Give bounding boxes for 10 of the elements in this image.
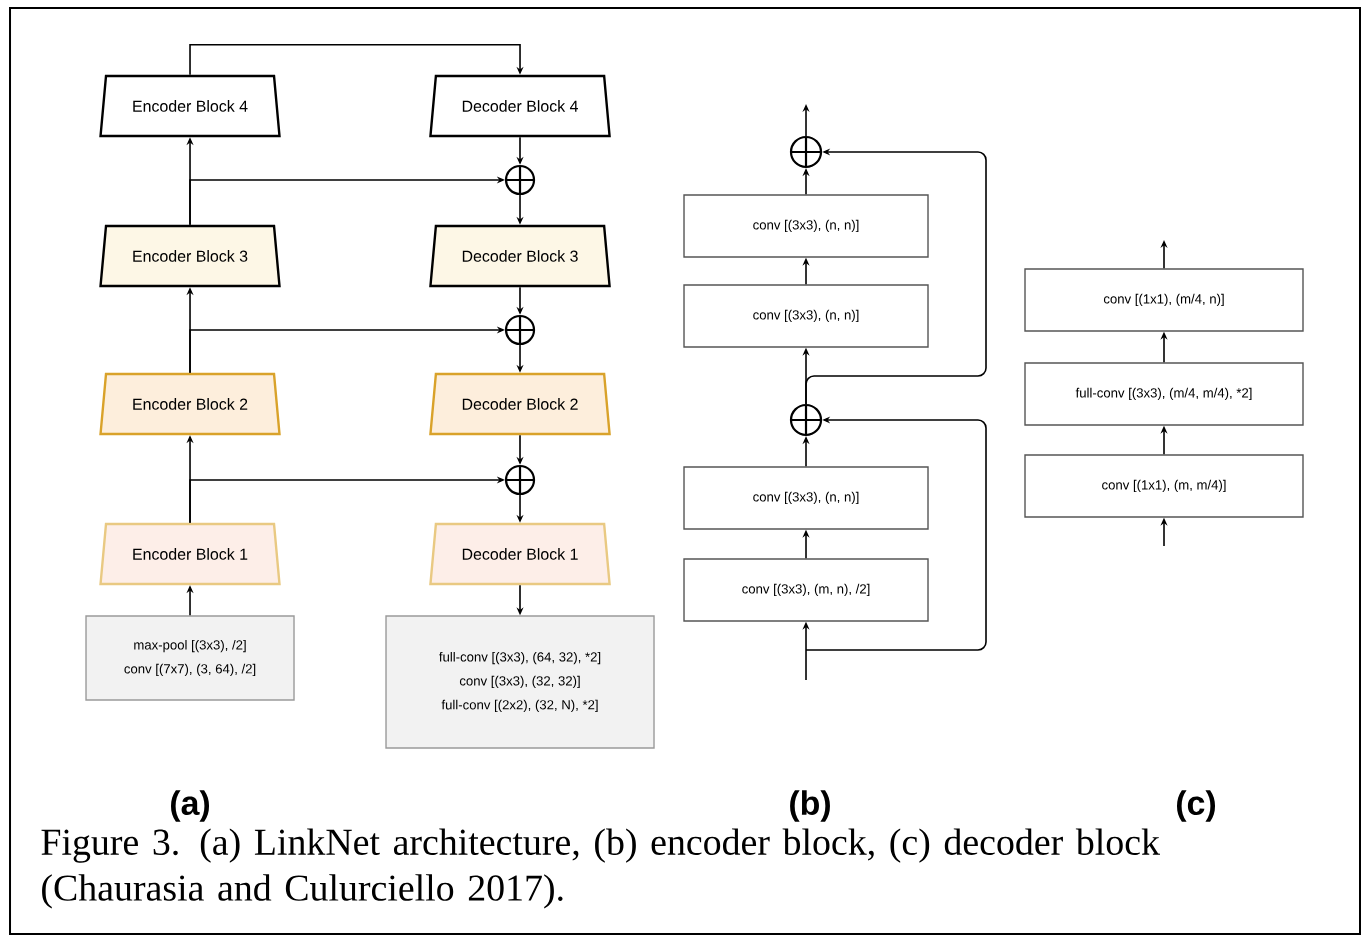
arrow <box>189 44 524 76</box>
panel-label: (a) <box>171 790 209 822</box>
sum-circle <box>504 464 536 496</box>
caption: Figure 3. (a) LinkNet architecture, (b) encoder block, (c) decoder block (Chaurasia and Culurciello 2017). <box>41 828 1160 909</box>
sum-circle <box>789 135 823 169</box>
sum-circle <box>789 403 823 437</box>
sum-circle <box>504 164 536 196</box>
panel-label: (c) <box>1177 790 1215 822</box>
panel-label: (b) <box>790 790 830 822</box>
sum-circle <box>504 314 536 346</box>
